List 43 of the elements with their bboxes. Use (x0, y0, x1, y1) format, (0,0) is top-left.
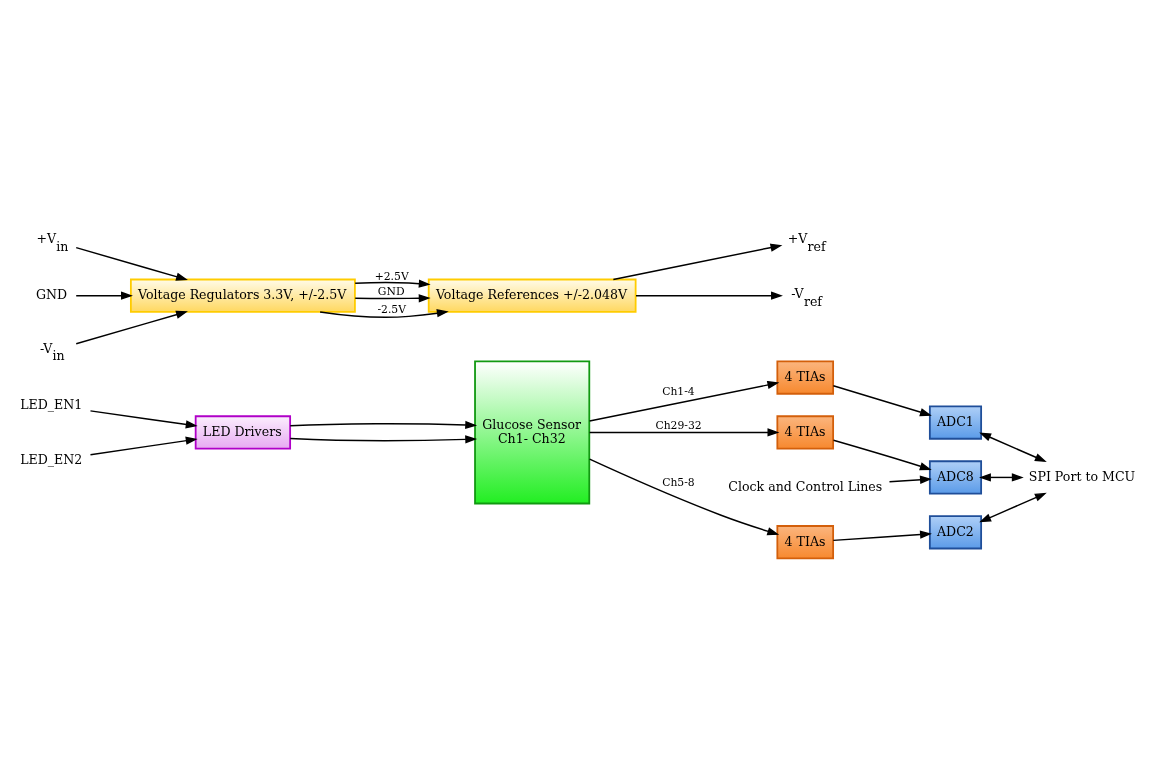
edge-label: +2.5V (374, 270, 409, 284)
arrow (354, 279, 431, 288)
arrow (75, 310, 188, 345)
node-text: GND (35, 287, 68, 303)
node-box: Voltage Regulators 3.3V, +/-2.5V (130, 278, 356, 313)
edge-label: Ch1-4 (662, 385, 695, 399)
arrow (832, 530, 932, 542)
arrow (354, 294, 431, 303)
node-box: 4 TIAs (776, 360, 835, 395)
node-box: Glucose Sensor Ch1- Ch32 (474, 360, 591, 505)
node-text: Clock and Control Lines (728, 478, 883, 494)
arrow (979, 492, 1047, 523)
node-box: ADC8 (928, 460, 983, 495)
node-box: ADC2 (928, 515, 983, 550)
node-text: LED_EN2 (20, 451, 83, 467)
arrow (89, 436, 198, 456)
node-box: ADC1 (928, 405, 983, 440)
arrow (588, 380, 780, 422)
node-text: LED_EN1 (20, 396, 83, 412)
arrow (75, 291, 133, 300)
arrow (588, 428, 780, 437)
arrow (89, 410, 198, 429)
arrow (588, 458, 780, 536)
arrow (979, 473, 1024, 482)
node-box: LED Drivers (194, 415, 292, 450)
arrow (612, 243, 783, 281)
arrow (319, 309, 449, 318)
edge-label: -2.5V (377, 303, 406, 317)
node-box: Voltage References +/-2.048V (427, 278, 637, 313)
arrow (289, 435, 478, 444)
arrow (979, 432, 1047, 463)
arrow (832, 385, 932, 417)
edge-label: Ch5-8 (662, 476, 695, 490)
arrow (635, 291, 783, 300)
node-text: SPI Port to MCU (1028, 468, 1136, 484)
edge-label: Ch29-32 (655, 419, 702, 433)
arrow (289, 420, 478, 430)
arrow (832, 439, 932, 471)
node-box: 4 TIAs (776, 415, 835, 450)
arrow (888, 475, 932, 484)
arrow (75, 246, 188, 281)
edge-label: GND (377, 285, 405, 299)
node-box: 4 TIAs (776, 525, 835, 560)
